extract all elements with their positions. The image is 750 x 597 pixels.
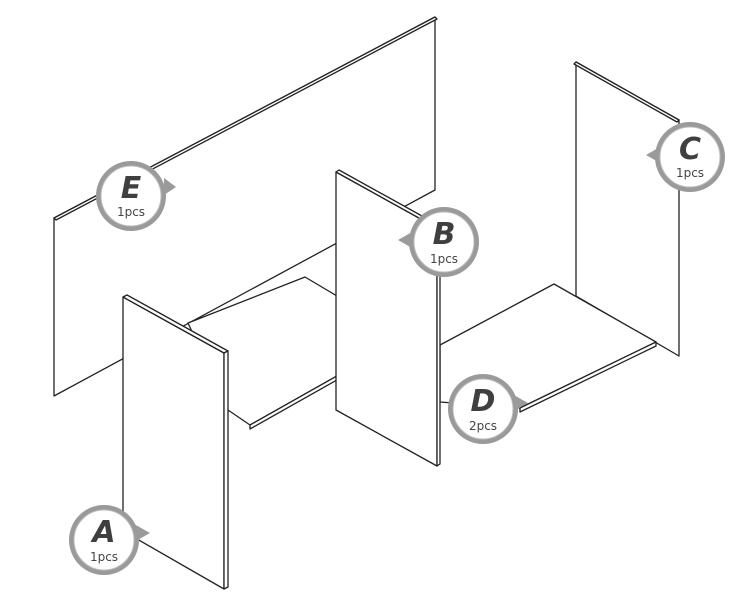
- panel-c: [573, 61, 680, 357]
- badge-d-quantity: 2pcs: [469, 419, 497, 433]
- badge-b: B 1pcs: [398, 207, 479, 277]
- badge-a-quantity: 1pcs: [90, 550, 118, 564]
- badge-e: E 1pcs: [96, 161, 176, 231]
- badge-d-letter: D: [471, 384, 496, 419]
- badge-b-letter: B: [433, 217, 456, 252]
- badge-b-quantity: 1pcs: [430, 252, 458, 266]
- badge-c-letter: C: [679, 132, 701, 167]
- badge-c: C 1pcs: [646, 122, 725, 192]
- badge-a-letter: A: [90, 515, 115, 550]
- badge-a: A 1pcs: [69, 505, 150, 575]
- badge-e-quantity: 1pcs: [117, 205, 145, 219]
- badge-e-letter: E: [121, 171, 142, 206]
- badge-c-quantity: 1pcs: [676, 166, 704, 180]
- badge-d: D 2pcs: [448, 374, 528, 444]
- panel-a: [122, 294, 229, 590]
